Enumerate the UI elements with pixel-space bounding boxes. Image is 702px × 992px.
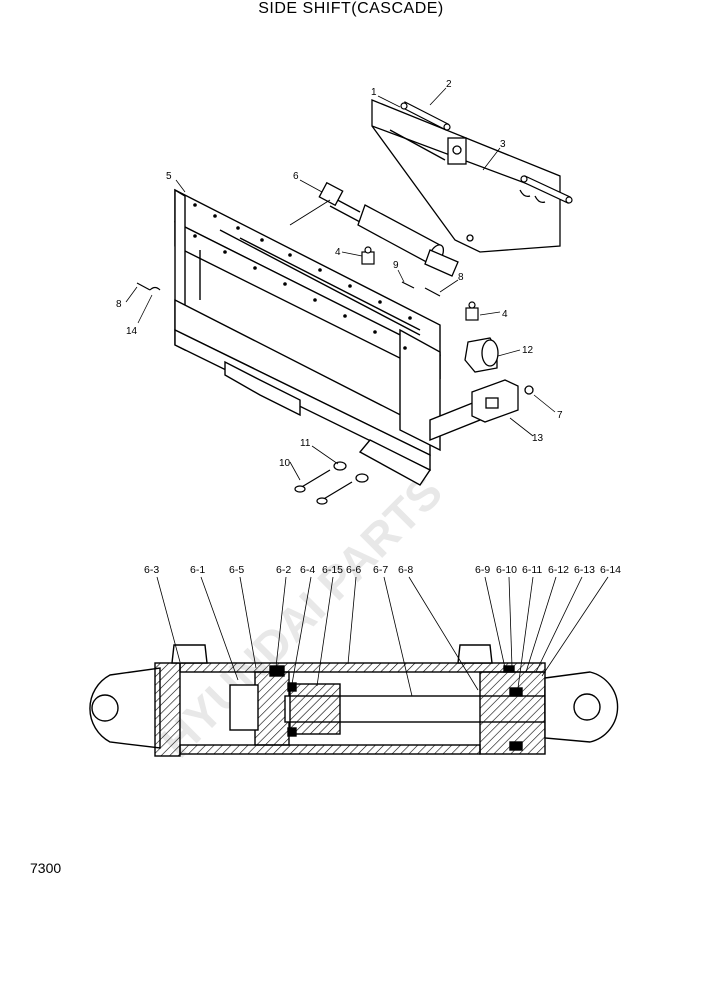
mounting-plate xyxy=(371,99,561,253)
label-6-9: 6-9 xyxy=(475,564,490,576)
label-6-11: 6-11 xyxy=(522,564,542,576)
label-14: 14 xyxy=(126,326,138,337)
page-number: 7300 xyxy=(30,860,62,876)
label-13: 13 xyxy=(532,433,544,444)
lower-guide-block xyxy=(471,379,534,423)
label-6-3: 6-3 xyxy=(144,564,159,576)
cylinder-leaders xyxy=(156,576,609,697)
label-5: 5 xyxy=(166,171,172,182)
label-6-10: 6-10 xyxy=(496,564,517,576)
label-11: 11 xyxy=(300,438,311,449)
label-4b: 4 xyxy=(502,309,508,320)
carriage-frame xyxy=(174,188,481,486)
label-6-14: 6-14 xyxy=(600,564,621,576)
label-6-12: 6-12 xyxy=(548,564,569,576)
diagram-title: SIDE SHIFT(CASCADE) xyxy=(258,0,444,17)
label-7: 7 xyxy=(557,410,563,421)
label-6-4: 6-4 xyxy=(300,564,315,576)
label-6-5: 6-5 xyxy=(229,564,244,576)
hardware-parts xyxy=(136,246,479,505)
label-6-13: 6-13 xyxy=(574,564,595,576)
side-shift-cylinder xyxy=(289,181,459,277)
label-9: 9 xyxy=(393,260,399,271)
label-6-15: 6-15 xyxy=(322,564,343,576)
label-1: 1 xyxy=(371,87,377,98)
frame-holes xyxy=(193,203,412,350)
label-4a: 4 xyxy=(335,247,341,258)
label-6-2: 6-2 xyxy=(276,564,291,576)
label-8b: 8 xyxy=(458,272,464,283)
label-6-8: 6-8 xyxy=(398,564,413,576)
leader-lines xyxy=(125,87,556,481)
label-6-1: 6-1 xyxy=(190,564,205,576)
label-12: 12 xyxy=(522,345,534,356)
cylinder-section xyxy=(89,644,619,757)
label-6-6: 6-6 xyxy=(346,564,361,576)
label-10: 10 xyxy=(279,458,291,469)
label-2: 2 xyxy=(446,79,452,90)
label-8a: 8 xyxy=(116,299,122,310)
bearing-pad xyxy=(464,337,499,373)
label-3: 3 xyxy=(500,139,506,150)
pin-top-left xyxy=(400,101,451,131)
label-6-7: 6-7 xyxy=(373,564,388,576)
label-6: 6 xyxy=(293,171,299,182)
pin-right xyxy=(520,175,573,204)
